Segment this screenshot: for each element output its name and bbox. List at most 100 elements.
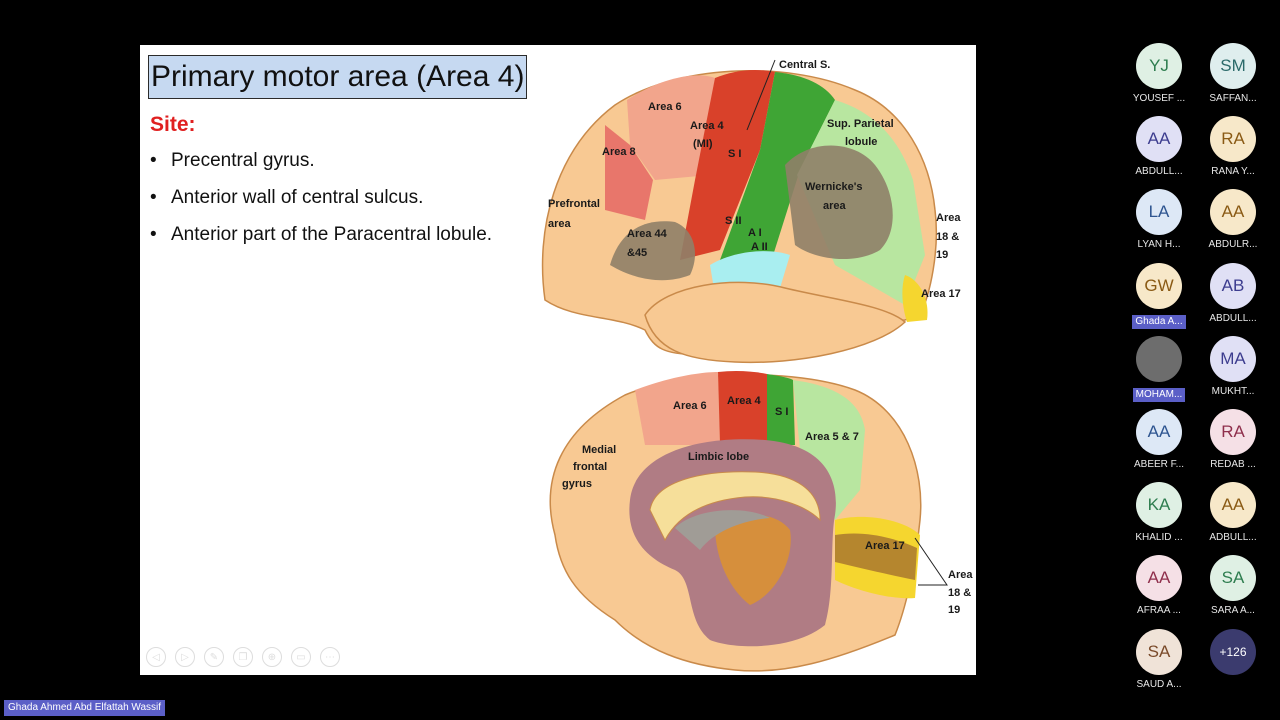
- bullet-text: Anterior part of the Paracentral lobule.: [171, 224, 493, 245]
- svg-text:Area 8: Area 8: [602, 146, 636, 158]
- slide-toolbar: ◁ ▷ ✎ ❐ ⊕ ▭ ⋯: [146, 647, 340, 667]
- pen-icon[interactable]: ✎: [204, 647, 224, 667]
- svg-text:Area 5 & 7: Area 5 & 7: [805, 431, 859, 443]
- participant-tile[interactable]: SA SARA A...: [1198, 555, 1268, 618]
- svg-text:area: area: [548, 218, 572, 230]
- participant-name: SARA A...: [1211, 605, 1255, 617]
- participant-tile[interactable]: SA SAUD A...: [1124, 628, 1194, 692]
- svg-text:Medial: Medial: [582, 444, 616, 456]
- area-17-pointer: [914, 537, 948, 586]
- corpus-callosum: [649, 471, 821, 542]
- participant-tile[interactable]: SM SAFFAN...: [1198, 43, 1268, 106]
- participant-tile[interactable]: RA RANA Y...: [1198, 116, 1268, 179]
- participant-tile[interactable]: AA AFRAA ...: [1124, 555, 1194, 618]
- svg-text:frontal: frontal: [573, 461, 607, 473]
- medial-brain-view: [549, 370, 948, 672]
- central-sulcus-line: [746, 59, 776, 131]
- prev-icon[interactable]: ◁: [146, 647, 166, 667]
- svg-text:A II: A II: [751, 241, 768, 253]
- participant-name: REDAB ...: [1210, 459, 1256, 470]
- svg-text:Area 17: Area 17: [921, 288, 961, 300]
- svg-text:area: area: [823, 200, 847, 212]
- participant-avatar: GW: [1136, 262, 1182, 309]
- participant-tile[interactable]: MA MUKHT...: [1198, 335, 1268, 399]
- svg-text:18 &: 18 &: [948, 587, 971, 599]
- presenter-name-badge: Ghada Ahmed Abd Elfattah Wassif: [4, 700, 166, 716]
- temporal-lobe: [644, 281, 907, 364]
- participant-avatar: AB: [1210, 262, 1256, 309]
- participant-name: MOHAM...: [1132, 387, 1186, 402]
- participant-avatar: SM: [1210, 43, 1256, 89]
- zoom-icon[interactable]: ⊕: [262, 647, 282, 667]
- participant-tile[interactable]: LA LYAN H...: [1124, 189, 1194, 252]
- participant-avatar: RA: [1210, 409, 1256, 455]
- participant-name: RANA Y...: [1211, 166, 1255, 178]
- svg-text:gyrus: gyrus: [562, 478, 592, 490]
- bullet-item: •Anterior part of the Paracentral lobule…: [150, 224, 493, 245]
- participant-name: LYAN H...: [1137, 239, 1181, 251]
- svg-text:Central S.: Central S.: [779, 59, 830, 71]
- participant-name: Ghada A...: [1132, 314, 1186, 329]
- participant-name: MUKHT...: [1211, 385, 1255, 397]
- participant-avatar: MA: [1210, 335, 1256, 382]
- participant-name: AFRAA ...: [1137, 605, 1181, 617]
- svg-text:Area 6: Area 6: [673, 400, 707, 412]
- participant-avatar: SA: [1210, 555, 1256, 602]
- participant-avatar: AA: [1136, 555, 1182, 602]
- svg-text:S I: S I: [728, 148, 741, 160]
- svg-text:A I: A I: [748, 227, 762, 239]
- participant-tile[interactable]: +126: [1198, 628, 1268, 675]
- participant-name: SAFFAN...: [1209, 93, 1257, 104]
- svg-text:19: 19: [936, 249, 948, 261]
- participant-tile[interactable]: MOHAM...: [1124, 335, 1194, 402]
- bullet-text: Anterior wall of central sulcus.: [171, 187, 424, 208]
- svg-text:Wernicke's: Wernicke's: [805, 181, 862, 193]
- svg-text:Area 17: Area 17: [865, 540, 905, 552]
- presentation-slide: Primary motor area (Area 4) Site: •Prece…: [140, 45, 976, 675]
- s1-region: [720, 72, 835, 265]
- thalamus: [715, 514, 791, 605]
- svg-text:19: 19: [948, 604, 960, 616]
- svg-text:Area 4: Area 4: [690, 120, 725, 132]
- lateral-brain-view: [541, 59, 938, 364]
- bullet-item: •Precentral gyrus.: [150, 150, 315, 171]
- area-8-region: [605, 125, 653, 220]
- participant-name: KHALID ...: [1135, 532, 1183, 544]
- svg-text:&45: &45: [627, 247, 647, 259]
- bullet-list: •Precentral gyrus. •Anterior wall of cen…: [150, 149, 492, 260]
- bullet-text: Precentral gyrus.: [171, 150, 315, 171]
- participant-tile[interactable]: RA REDAB ...: [1198, 409, 1268, 472]
- visual-area-17: [902, 275, 928, 322]
- svg-text:Limbic lobe: Limbic lobe: [688, 451, 749, 463]
- broca-region: [610, 221, 695, 281]
- svg-text:(MI): (MI): [693, 138, 713, 150]
- participant-avatar: RA: [1210, 116, 1256, 163]
- svg-text:Sup. Parietal: Sup. Parietal: [827, 118, 894, 130]
- svg-text:Area 4: Area 4: [727, 395, 762, 407]
- participant-tile[interactable]: GW Ghada A...: [1124, 262, 1194, 329]
- svg-text:S II: S II: [725, 215, 742, 227]
- participant-avatar: LA: [1136, 189, 1182, 236]
- participant-avatar: SA: [1136, 628, 1182, 675]
- svg-text:Area 44: Area 44: [627, 228, 668, 240]
- copy-icon[interactable]: ❐: [233, 647, 253, 667]
- more-icon[interactable]: ⋯: [320, 647, 340, 667]
- brain-diagram: Central S. Area 6 Area 4 (MI) S I Sup. P…: [541, 59, 973, 672]
- slide-title: Primary motor area (Area 4): [148, 55, 528, 99]
- next-icon[interactable]: ▷: [175, 647, 195, 667]
- svg-text:Area: Area: [948, 569, 973, 581]
- participant-name: SAUD A...: [1136, 678, 1182, 690]
- participant-avatar: YJ: [1136, 43, 1182, 89]
- s1-medial: [767, 374, 795, 445]
- bullet-item: •Anterior wall of central sulcus.: [150, 187, 424, 208]
- participant-avatar: AA: [1210, 482, 1256, 529]
- screen-icon[interactable]: ▭: [291, 647, 311, 667]
- area-5-7-medial: [793, 380, 865, 520]
